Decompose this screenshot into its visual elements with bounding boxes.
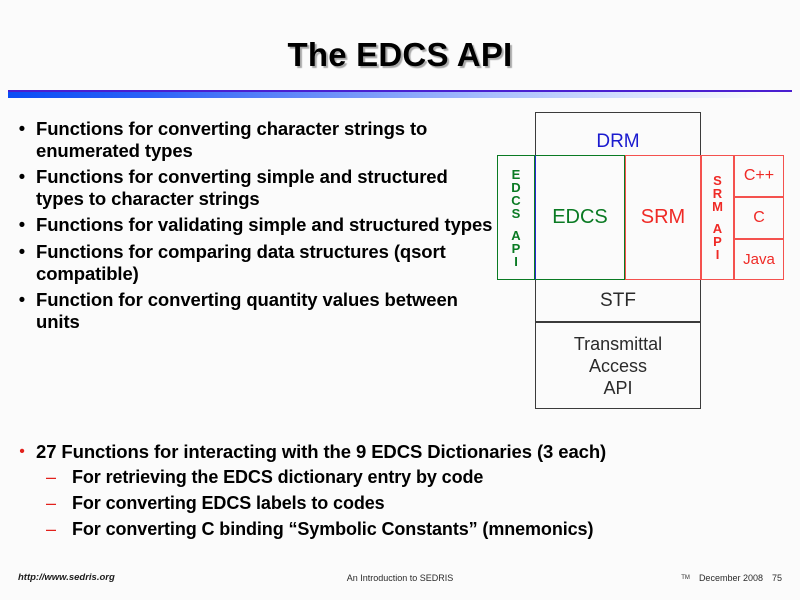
- diagram-box-binding-c: C: [734, 197, 784, 239]
- bullet-text: Functions for comparing data structures …: [36, 241, 446, 284]
- diagram-label-transmittal-line3: API: [603, 377, 633, 398]
- footer-url-link[interactable]: http://www.sedris.org: [18, 572, 115, 583]
- footer-right-group: TM December 2008 75: [681, 573, 782, 583]
- bullet-text: Functions for validating simple and stru…: [36, 214, 493, 235]
- diagram-label-transmittal-line2: Access: [588, 355, 648, 376]
- diagram-box-transmittal-access-api: Transmittal Access API: [535, 322, 701, 409]
- bullet-text: 27 Functions for interacting with the 9 …: [36, 441, 607, 462]
- divider-gradient: [8, 92, 792, 98]
- edcs-architecture-diagram: DRM E D C S A P I EDCS SRM S R M A P I C…: [495, 110, 795, 410]
- letter: A: [712, 221, 723, 236]
- dash-marker-icon: –: [46, 519, 57, 539]
- divider-line: [8, 90, 792, 92]
- letter: M: [712, 199, 723, 214]
- bullet-marker-icon: •: [18, 167, 26, 188]
- letter: S: [511, 205, 521, 221]
- diagram-box-edcs: EDCS: [535, 155, 625, 280]
- list-item: • Functions for converting simple and st…: [8, 166, 498, 210]
- letter: C: [511, 192, 521, 208]
- list-item: • Functions for comparing data structure…: [8, 241, 498, 285]
- footer-page-number: 75: [771, 573, 782, 583]
- title-divider: [8, 90, 792, 98]
- list-item: • Functions for validating simple and st…: [8, 214, 498, 237]
- bullet-marker-icon: •: [18, 290, 26, 311]
- bullet-text: Function for converting quantity values …: [36, 289, 458, 332]
- list-item: • 27 Functions for interacting with the …: [8, 440, 798, 464]
- trademark-icon: TM: [681, 575, 690, 581]
- diagram-label-transmittal-line1: Transmittal: [573, 333, 663, 354]
- bullet-text: Functions for converting simple and stru…: [36, 166, 448, 209]
- letter: I: [514, 253, 518, 269]
- diagram-label-c: C: [753, 209, 765, 226]
- footer-center-text: An Introduction to SEDRIS: [346, 573, 454, 583]
- diagram-box-stf: STF: [535, 280, 701, 322]
- letter: S: [713, 173, 722, 188]
- list-item: • Functions for converting character str…: [8, 118, 498, 162]
- diagram-label-java: Java: [743, 251, 775, 268]
- letter: A: [511, 227, 521, 243]
- bullet-text: Functions for converting character strin…: [36, 118, 428, 161]
- letter: P: [713, 234, 722, 249]
- dash-marker-icon: –: [46, 467, 57, 487]
- letter: E: [511, 166, 521, 182]
- diagram-box-binding-cpp: C++: [734, 155, 784, 197]
- page-title: The EDCS API: [287, 36, 513, 73]
- dash-marker-icon: –: [46, 493, 57, 513]
- bullet-text: For converting EDCS labels to codes: [72, 493, 385, 513]
- bullet-text: For converting C binding “Symbolic Const…: [72, 519, 594, 539]
- diagram-label-stf: STF: [600, 289, 636, 311]
- footer-date: December 2008: [698, 573, 763, 583]
- bullet-marker-icon: •: [18, 242, 26, 263]
- list-item: • Function for converting quantity value…: [8, 289, 498, 333]
- letter: I: [715, 247, 720, 262]
- bullet-marker-icon: •: [18, 215, 26, 236]
- main-bullet-list: • Functions for converting character str…: [8, 118, 498, 337]
- letter: R: [712, 186, 723, 201]
- list-item: – For retrieving the EDCS dictionary ent…: [8, 465, 798, 490]
- letter: D: [511, 179, 521, 195]
- letter: P: [511, 240, 521, 256]
- lower-bullet-list: • 27 Functions for interacting with the …: [8, 440, 798, 543]
- diagram-label-drm: DRM: [596, 131, 640, 152]
- diagram-label-edcs: EDCS: [552, 206, 608, 228]
- diagram-box-binding-java: Java: [734, 239, 784, 280]
- diagram-label-srm: SRM: [640, 206, 686, 228]
- list-item: – For converting EDCS labels to codes: [8, 491, 798, 516]
- diagram-box-srm: SRM: [625, 155, 701, 280]
- slide-footer: http://www.sedris.org An Introduction to…: [0, 570, 800, 592]
- diagram-box-srm-api: S R M A P I: [701, 155, 734, 280]
- diagram-binding-stack: C++ C Java: [734, 155, 784, 280]
- list-item: – For converting C binding “Symbolic Con…: [8, 517, 798, 542]
- bullet-text: For retrieving the EDCS dictionary entry…: [72, 467, 484, 487]
- bullet-marker-icon: •: [19, 443, 25, 460]
- diagram-box-edcs-api: E D C S A P I: [497, 155, 535, 280]
- diagram-label-cpp: C++: [743, 167, 775, 184]
- bullet-marker-icon: •: [18, 119, 26, 140]
